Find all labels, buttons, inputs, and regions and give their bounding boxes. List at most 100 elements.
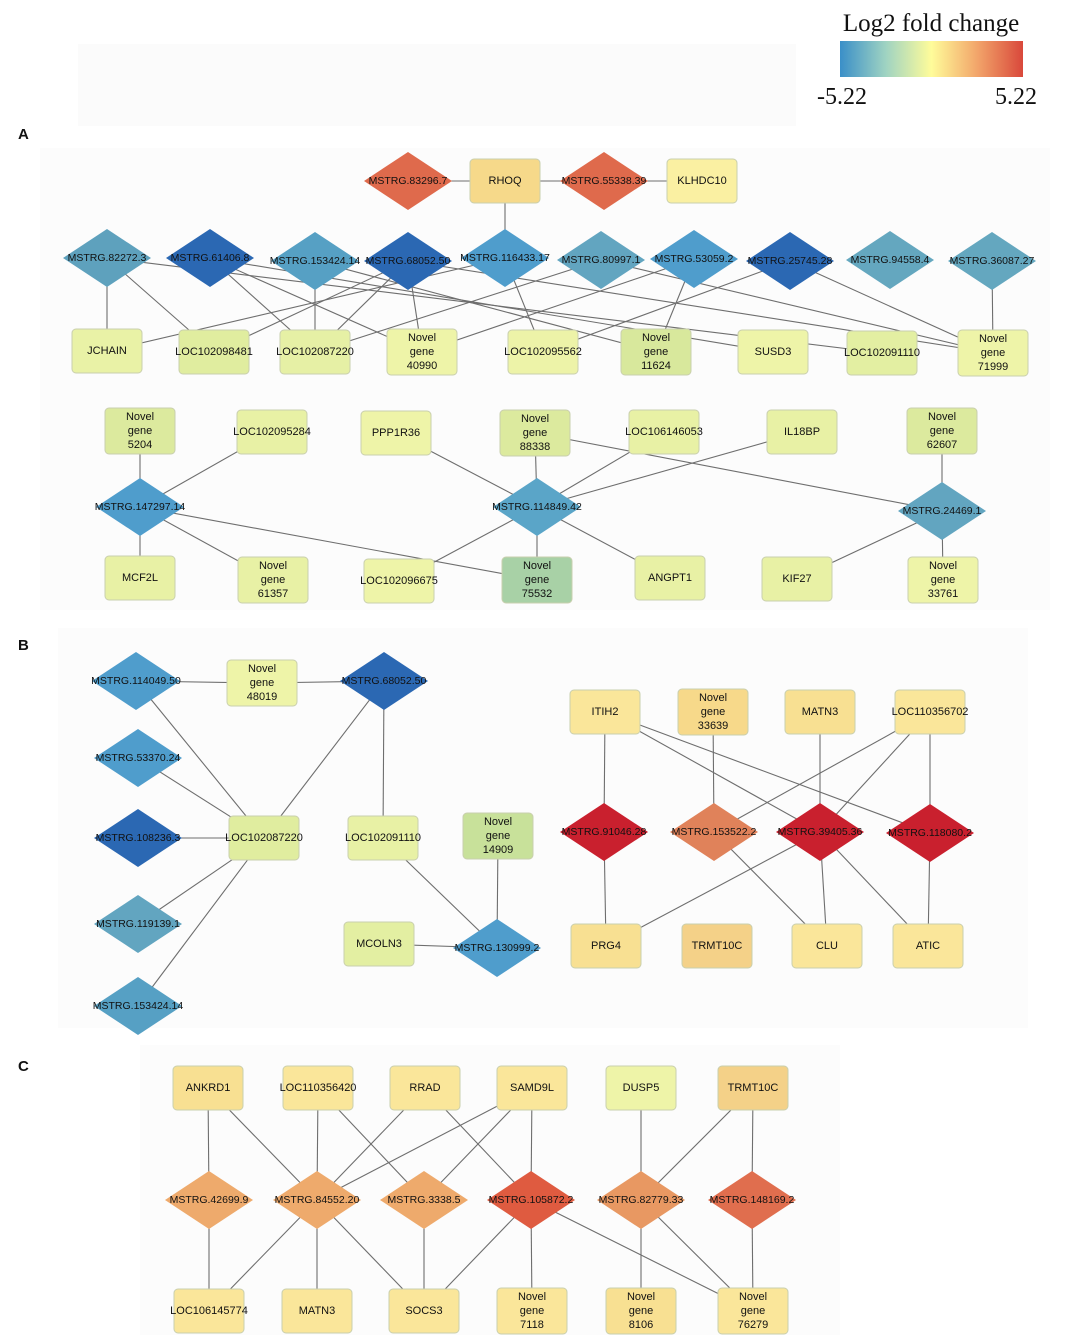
edge-a11-a18	[421, 258, 695, 353]
diamond-node-a31[interactable]: MSTRG.147297.14	[95, 478, 186, 536]
gene-node-c4[interactable]: SAMD9L	[496, 1065, 568, 1111]
diamond-node-a33[interactable]: MSTRG.24469.1	[898, 482, 986, 540]
gene-node-a29[interactable]: IL18BP	[766, 409, 838, 455]
gene-node-a17[interactable]: LOC102087220	[276, 329, 354, 375]
edge-b13-b19	[604, 711, 821, 833]
diamond-node-a1[interactable]: MSTRG.83296.7	[364, 152, 452, 210]
gene-node-b13[interactable]: ITIH2	[569, 689, 641, 735]
diamond-node-c12[interactable]: MSTRG.148169.2	[708, 1171, 796, 1229]
gene-node-a26[interactable]: PPP1R36	[360, 410, 432, 456]
node-label: MSTRG.82779.33	[599, 1194, 684, 1206]
gene-node-b16[interactable]: LOC110356702	[892, 689, 969, 735]
diamond-node-a5[interactable]: MSTRG.82272.3	[63, 229, 151, 287]
node-shape	[469, 158, 541, 204]
gene-node-c15[interactable]: SOCS3	[388, 1288, 460, 1334]
diamond-node-b4[interactable]: MSTRG.53370.24	[94, 729, 182, 787]
node-label: MSTRG.153522.2	[672, 826, 757, 838]
panel-b-background	[58, 628, 1028, 1028]
diamond-node-a10[interactable]: MSTRG.80997.1	[557, 231, 645, 289]
diamond-node-a14[interactable]: MSTRG.36087.27	[948, 232, 1036, 290]
node-label: LOC110356702	[892, 706, 969, 718]
gene-node-a28[interactable]: LOC106146053	[625, 409, 703, 455]
node-shape	[172, 1065, 244, 1111]
diamond-node-a13[interactable]: MSTRG.94558.4	[846, 231, 934, 289]
gene-node-b6[interactable]: LOC102087220	[225, 815, 303, 861]
gene-node-c1[interactable]: ANKRD1	[172, 1065, 244, 1111]
gene-node-b23[interactable]: CLU	[791, 923, 863, 969]
node-label: RRAD	[409, 1082, 440, 1094]
diamond-node-c8[interactable]: MSTRG.84552.20	[273, 1171, 361, 1229]
diamond-node-a32[interactable]: MSTRG.114849.42	[492, 478, 582, 536]
node-shape	[340, 652, 428, 710]
gene-node-a36[interactable]: LOC102096675	[360, 558, 438, 604]
diamond-node-b3[interactable]: MSTRG.68052.50	[340, 652, 428, 710]
gene-node-b22[interactable]: TRMT10C	[681, 923, 753, 969]
diamond-node-a9[interactable]: MSTRG.116433.17	[460, 229, 550, 287]
diamond-node-b12[interactable]: MSTRG.153424.14	[93, 977, 184, 1035]
diamond-node-c9[interactable]: MSTRG.3338.5	[380, 1171, 468, 1229]
diamond-node-b9[interactable]: MSTRG.119139.1	[94, 895, 182, 953]
node-shape	[784, 689, 856, 735]
gene-node-c2[interactable]: LOC110356420	[280, 1065, 357, 1111]
gene-node-c5[interactable]: DUSP5	[605, 1065, 677, 1111]
node-label: LOC102098481	[175, 346, 253, 358]
gene-node-b24[interactable]: ATIC	[892, 923, 964, 969]
diamond-node-a3[interactable]: MSTRG.55338.39	[560, 152, 648, 210]
diamond-node-b5[interactable]: MSTRG.108236.3	[94, 809, 182, 867]
gene-node-a2[interactable]: RHOQ	[469, 158, 541, 204]
gene-node-b15[interactable]: MATN3	[784, 689, 856, 735]
diamond-node-c10[interactable]: MSTRG.105872.2	[487, 1171, 575, 1229]
gene-node-a34[interactable]: MCF2L	[104, 555, 176, 601]
diamond-node-a12[interactable]: MSTRG.25745.28	[746, 232, 834, 290]
gene-node-a15[interactable]: JCHAIN	[71, 328, 143, 374]
diamond-node-c11[interactable]: MSTRG.82779.33	[597, 1171, 685, 1229]
diamond-node-a8[interactable]: MSTRG.68052.50	[364, 232, 452, 290]
diamond-node-b19[interactable]: MSTRG.39405.36	[776, 803, 864, 861]
node-label: ANKRD1	[186, 1082, 231, 1094]
edge-b1-b6	[135, 680, 265, 839]
gene-node-a22[interactable]: LOC102091110	[844, 330, 920, 376]
diamond-node-b20[interactable]: MSTRG.118080.2	[886, 804, 974, 862]
gene-node-c14[interactable]: MATN3	[281, 1288, 353, 1334]
node-shape	[761, 556, 833, 602]
gene-node-c3[interactable]: RRAD	[389, 1065, 461, 1111]
gene-node-b7[interactable]: LOC102091110	[345, 815, 421, 861]
gene-node-a25[interactable]: LOC102095284	[233, 409, 311, 455]
node-label: MSTRG.105872.2	[489, 1194, 574, 1206]
gene-node-a21[interactable]: SUSD3	[737, 329, 809, 375]
node-shape	[228, 815, 300, 861]
diamond-node-b17[interactable]: MSTRG.91046.28	[560, 803, 648, 861]
diamond-node-b1[interactable]: MSTRG.114049.50	[91, 652, 181, 710]
gene-node-a39[interactable]: KIF27	[761, 556, 833, 602]
gene-node-a16[interactable]: LOC102098481	[175, 329, 253, 375]
diamond-node-a11[interactable]: MSTRG.53059.2	[650, 230, 738, 288]
gene-node-a4[interactable]: KLHDC10	[666, 158, 738, 204]
diamond-node-a7[interactable]: MSTRG.153424.14	[270, 232, 361, 290]
gene-node-b10[interactable]: MCOLN3	[343, 921, 415, 967]
diamond-node-b11[interactable]: MSTRG.130999.2	[453, 919, 541, 977]
diamond-node-c7[interactable]: MSTRG.42699.9	[165, 1171, 253, 1229]
gene-node-c13[interactable]: LOC106145774	[170, 1288, 248, 1334]
gene-node-a19[interactable]: LOC102095562	[504, 329, 582, 375]
gene-node-a38[interactable]: ANGPT1	[634, 555, 706, 601]
gene-node-c6[interactable]: TRMT10C	[717, 1065, 789, 1111]
diamond-node-b18[interactable]: MSTRG.153522.2	[670, 803, 758, 861]
gene-node-b21[interactable]: PRG4	[570, 923, 642, 969]
diamond-node-a6[interactable]: MSTRG.61406.8	[166, 229, 254, 287]
node-shape	[560, 803, 648, 861]
